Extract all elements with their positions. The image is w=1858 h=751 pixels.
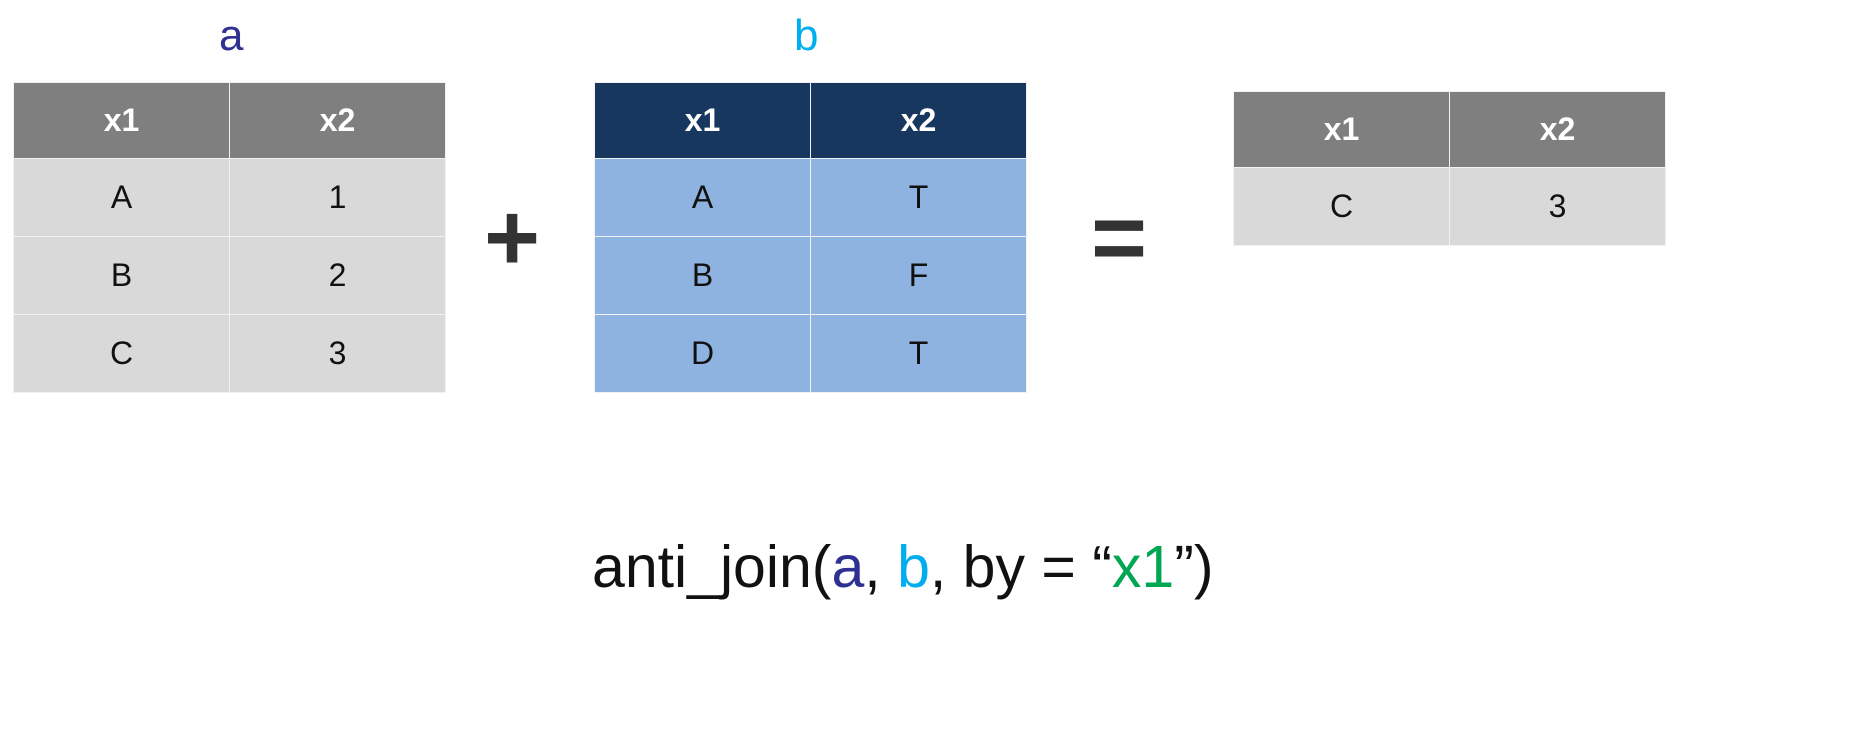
table-cell: A: [13, 158, 230, 237]
table-cell: D: [594, 314, 811, 393]
table-b-name: b: [794, 11, 819, 60]
column-header: x2: [1449, 91, 1666, 168]
table-cell: A: [594, 158, 811, 237]
table-header-row: x1 x2: [13, 82, 446, 159]
argument-b: b: [897, 534, 930, 600]
table-row: A T: [594, 158, 1027, 237]
result-table: x1 x2 C 3: [1233, 91, 1666, 246]
column-header: x1: [1233, 91, 1450, 168]
table-cell: C: [1233, 167, 1450, 246]
plus-operator: +: [484, 184, 541, 291]
function-call: anti_join(a, b, by = “x1”): [592, 538, 1214, 597]
table-cell: T: [810, 158, 1027, 237]
table-a: x1 x2 A 1 B 2 C 3: [13, 82, 446, 393]
by-clause: , by = “: [929, 534, 1112, 600]
table-row: C 3: [13, 314, 446, 393]
table-cell: 2: [229, 236, 446, 315]
join-key: x1: [1111, 534, 1175, 600]
table-cell: 3: [1449, 167, 1666, 246]
table-cell: 3: [229, 314, 446, 393]
table-b: x1 x2 A T B F D T: [594, 82, 1027, 393]
table-header-row: x1 x2: [1233, 91, 1666, 168]
table-cell: 1: [229, 158, 446, 237]
table-cell: C: [13, 314, 230, 393]
column-header: x1: [13, 82, 230, 159]
table-cell: F: [810, 236, 1027, 315]
table-a-name: a: [219, 11, 244, 60]
closing-paren: ”): [1174, 534, 1214, 600]
equals-operator: =: [1091, 184, 1148, 291]
table-row: C 3: [1233, 167, 1666, 246]
table-row: D T: [594, 314, 1027, 393]
table-cell: B: [594, 236, 811, 315]
column-header: x2: [229, 82, 446, 159]
column-header: x2: [810, 82, 1027, 159]
table-row: A 1: [13, 158, 446, 237]
column-header: x1: [594, 82, 811, 159]
table-row: B 2: [13, 236, 446, 315]
table-cell: T: [810, 314, 1027, 393]
table-cell: B: [13, 236, 230, 315]
table-header-row: x1 x2: [594, 82, 1027, 159]
separator: ,: [864, 534, 898, 600]
function-name: anti_join(: [592, 534, 832, 600]
table-row: B F: [594, 236, 1027, 315]
argument-a: a: [831, 534, 865, 600]
